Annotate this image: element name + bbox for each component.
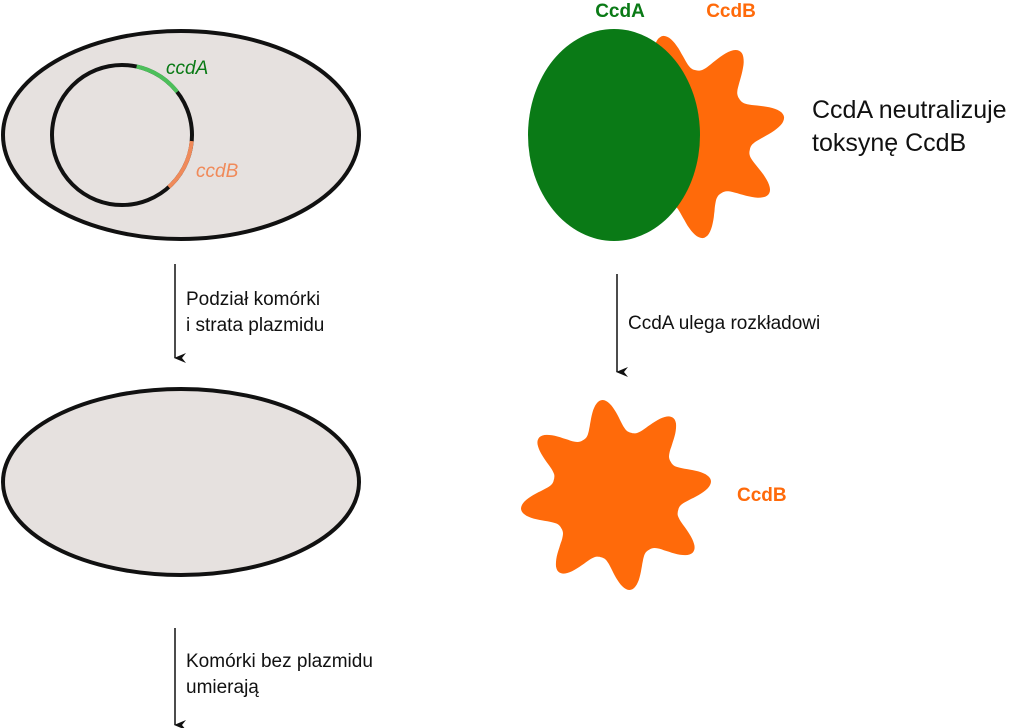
free-ccdb-label: CcdB — [737, 485, 787, 506]
cell-with-plasmid-icon — [1, 29, 361, 241]
plasmid-ring — [50, 63, 194, 207]
ccdb-gene-segment — [167, 140, 194, 189]
neutralization-note-line2: toksynę CcdB — [812, 129, 966, 157]
ccdb-protein-label: CcdB — [706, 1, 756, 22]
toxin-antitoxin-complex: CcdA CcdB CcdA neutralizuje toksynę CcdB — [528, 1, 1007, 241]
division-label-line2: i strata plazmidu — [186, 315, 324, 336]
division-label-line1: Podział komórki — [186, 289, 320, 310]
ccda-gene-segment — [136, 64, 179, 94]
free-toxin: CcdB — [521, 400, 787, 590]
antitoxin-blob-icon — [528, 29, 700, 241]
death-arrow: Komórki bez plazmidu umierają — [174, 628, 373, 728]
neutralization-note-line1: CcdA neutralizuje — [812, 96, 1007, 124]
ccda-gene-label: ccdA — [166, 58, 208, 79]
death-label-line1: Komórki bez plazmidu — [186, 651, 373, 672]
degradation-label: CcdA ulega rozkładowi — [628, 313, 820, 334]
ccda-protein-label: CcdA — [595, 1, 645, 22]
degradation-arrow: CcdA ulega rozkładowi — [616, 274, 820, 377]
division-arrow: Podział komórki i strata plazmidu — [174, 264, 324, 363]
empty-cell-icon — [1, 387, 361, 577]
death-label-line2: umierają — [186, 677, 259, 698]
star-toxin-icon — [521, 400, 711, 590]
ccdb-gene-label: ccdB — [196, 161, 239, 182]
plasmid-icon — [50, 63, 194, 207]
cell-with-plasmid: ccdA ccdB — [1, 29, 361, 241]
